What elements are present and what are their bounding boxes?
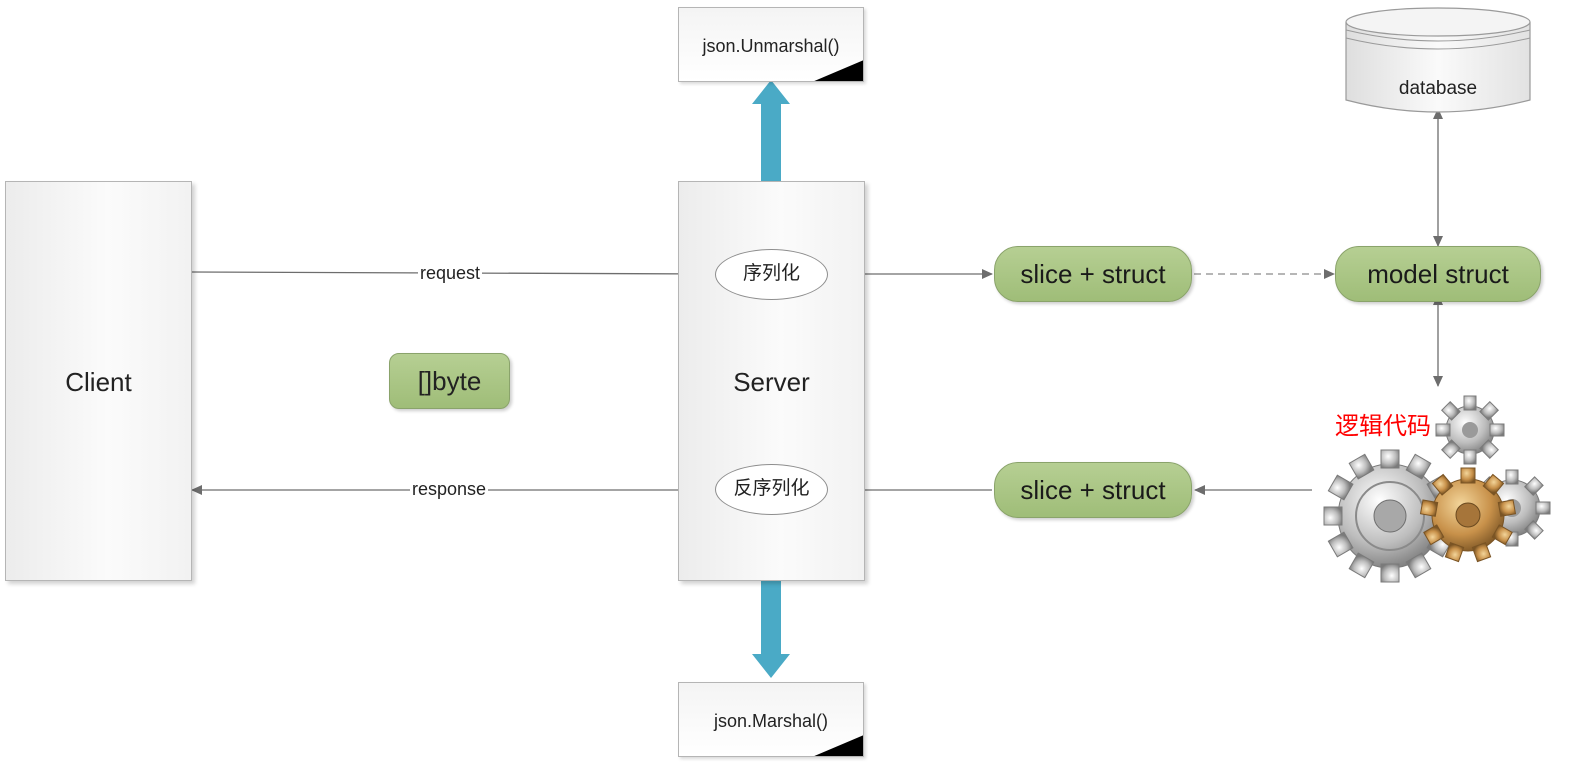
slice-struct-bottom-node: slice + struct bbox=[994, 462, 1192, 518]
server-box: Server bbox=[678, 181, 865, 581]
serialize-label: 序列化 bbox=[742, 262, 800, 284]
client-box: Client bbox=[5, 181, 192, 581]
deserialize-node: 反序列化 bbox=[715, 464, 828, 515]
serialize-node: 序列化 bbox=[715, 249, 828, 300]
json-unmarshal-node: json.Unmarshal() bbox=[678, 7, 864, 82]
json-marshal-label: json.Marshal() bbox=[713, 711, 829, 731]
deserialize-label: 反序列化 bbox=[733, 477, 810, 499]
client-label: Client bbox=[65, 367, 132, 397]
server-label: Server bbox=[733, 367, 810, 397]
model-struct-label: model struct bbox=[1367, 259, 1509, 289]
doc-corner-mark bbox=[812, 735, 863, 756]
database-label: database bbox=[1398, 78, 1478, 99]
slice-struct-top-node: slice + struct bbox=[994, 246, 1192, 302]
response-label: response bbox=[410, 479, 489, 500]
byte-label: []byte bbox=[417, 366, 482, 396]
json-marshal-node: json.Marshal() bbox=[678, 682, 864, 757]
logic-code-label: 逻辑代码 bbox=[1335, 412, 1431, 440]
json-unmarshal-label: json.Unmarshal() bbox=[702, 36, 840, 56]
byte-node: []byte bbox=[389, 353, 510, 409]
doc-corner-mark bbox=[812, 60, 863, 81]
request-label: request bbox=[418, 263, 483, 284]
slice-struct-top-label: slice + struct bbox=[1020, 259, 1166, 289]
model-struct-node: model struct bbox=[1335, 246, 1541, 302]
slice-struct-bottom-label: slice + struct bbox=[1020, 475, 1166, 505]
